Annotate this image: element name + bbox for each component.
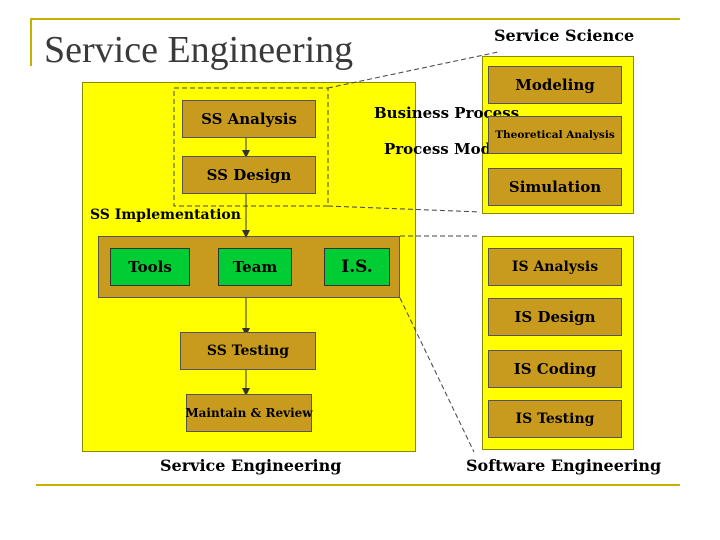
is-box: I.S.	[324, 248, 390, 286]
slide-title: Service Engineering	[44, 29, 354, 71]
ss-testing-box: SS Testing	[180, 332, 316, 370]
is-coding-box: IS Coding	[488, 350, 622, 388]
service-science-caption: Service Science	[494, 26, 635, 45]
ss-implementation-label: SS Implementation	[90, 207, 241, 223]
team-box: Team	[218, 248, 292, 286]
service-engineering-caption: Service Engineering	[160, 456, 342, 475]
dashed-link-science-top	[327, 51, 499, 89]
is-design-box: IS Design	[488, 298, 622, 336]
is-analysis-box: IS Analysis	[488, 248, 622, 286]
business-process-label: Business Process	[374, 104, 520, 122]
process-model-label-text: Process Model	[384, 140, 507, 158]
tools-box: Tools	[110, 248, 190, 286]
dashed-link-software-bottom	[399, 297, 475, 453]
modeling-box: Modeling	[488, 66, 622, 104]
maintain-review-box: Maintain & Review	[185, 394, 313, 432]
simulation-box: Simulation	[488, 168, 622, 206]
bottom-rule	[36, 484, 680, 486]
theoretical-analysis-box: Theoretical Analysis	[488, 116, 622, 154]
top-rule	[30, 18, 680, 20]
dashed-link-science-bottom	[327, 205, 481, 213]
software-engineering-caption: Software Engineering	[466, 456, 662, 475]
title-left-rule	[30, 18, 32, 66]
analysis-design-dashed-group	[173, 87, 329, 207]
is-testing-box: IS Testing	[488, 400, 622, 438]
ss-design-box: SS Design	[182, 156, 316, 194]
ss-analysis-box: SS Analysis	[182, 100, 316, 138]
